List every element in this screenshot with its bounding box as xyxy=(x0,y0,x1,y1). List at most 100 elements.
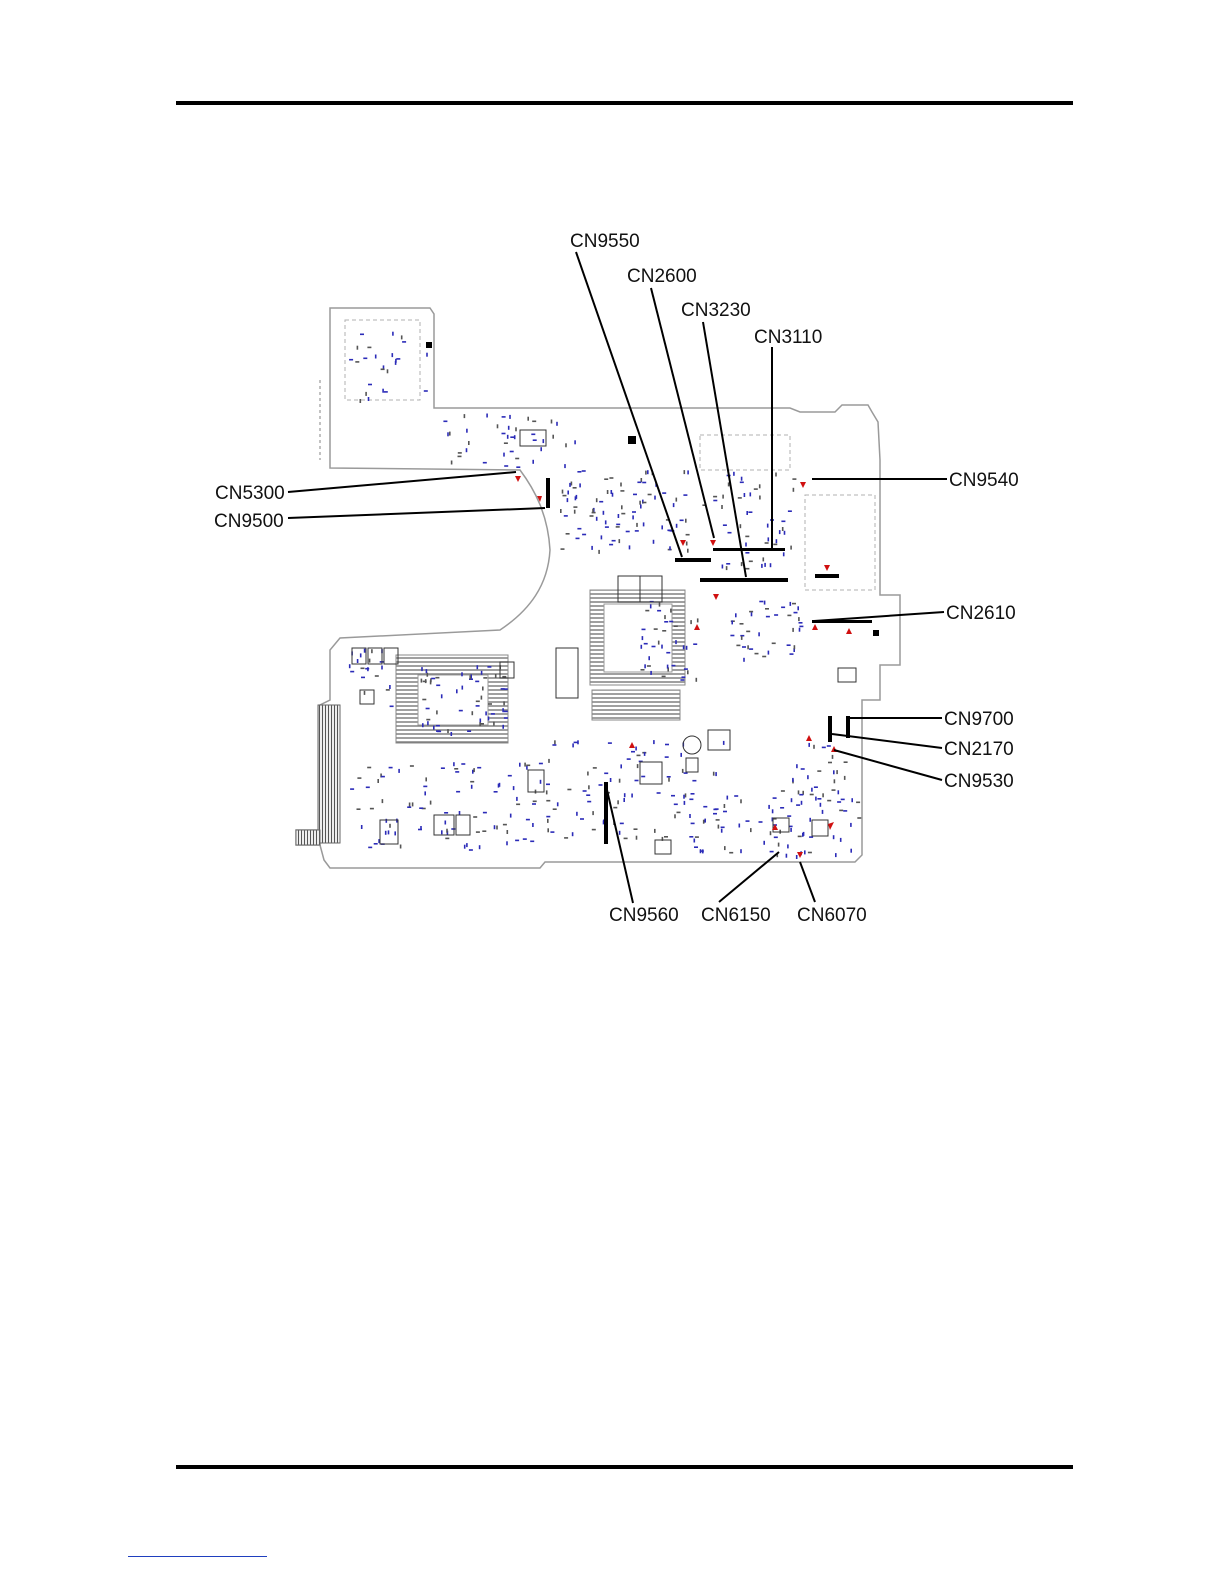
smd-part xyxy=(696,678,698,682)
smd-part xyxy=(647,470,649,474)
smd-part xyxy=(481,696,483,700)
smd-part xyxy=(394,831,396,835)
smd-part xyxy=(641,478,643,482)
smd-part xyxy=(762,656,766,658)
smd-part xyxy=(837,801,841,803)
smd-part xyxy=(730,635,734,637)
smd-part xyxy=(516,466,520,468)
smd-part xyxy=(588,785,590,789)
smd-part xyxy=(349,664,351,668)
smd-part xyxy=(723,811,727,813)
smd-part xyxy=(652,646,656,648)
smd-part xyxy=(836,770,838,774)
smd-part xyxy=(653,540,655,544)
smd-part xyxy=(381,776,385,778)
smd-part xyxy=(736,645,740,647)
smd-part xyxy=(804,850,806,854)
smd-part xyxy=(822,793,824,797)
smd-part xyxy=(421,667,423,671)
smd-part xyxy=(381,666,383,670)
smd-part xyxy=(402,341,406,343)
smd-part xyxy=(592,509,594,513)
smd-part xyxy=(843,810,847,812)
smd-part xyxy=(787,815,791,817)
smd-part xyxy=(741,636,743,640)
smd-part xyxy=(787,615,791,617)
smd-part xyxy=(507,435,509,439)
smd-part xyxy=(675,640,677,644)
smd-part xyxy=(546,816,550,818)
ic-package xyxy=(520,430,546,446)
smd-part xyxy=(513,786,515,790)
smd-part xyxy=(386,819,388,823)
smd-part xyxy=(469,675,471,679)
smd-part xyxy=(667,665,669,669)
label-cn3110: CN3110 xyxy=(754,327,822,348)
smd-part xyxy=(723,741,725,745)
smd-part xyxy=(487,666,491,668)
smd-part xyxy=(451,732,453,736)
smd-part xyxy=(716,819,720,821)
smd-part xyxy=(626,531,630,533)
smd-part xyxy=(792,478,796,480)
smd-part xyxy=(682,769,684,773)
smd-part xyxy=(695,836,699,838)
smd-part xyxy=(488,703,492,705)
smd-part xyxy=(510,451,514,453)
smd-part xyxy=(426,719,430,721)
smd-part xyxy=(427,673,429,677)
smd-part xyxy=(576,812,578,816)
smd-part xyxy=(552,744,556,746)
connector-cn9500 xyxy=(546,478,550,508)
smd-part xyxy=(765,542,769,544)
smd-part xyxy=(647,665,651,667)
smd-part xyxy=(713,813,717,815)
smd-part xyxy=(364,649,366,653)
smd-part xyxy=(426,669,428,673)
leader-cn6150 xyxy=(719,852,779,902)
smd-part xyxy=(642,629,646,631)
smd-part xyxy=(722,565,724,569)
smd-part xyxy=(632,515,634,519)
smd-part xyxy=(466,843,468,847)
label-cn9560: CN9560 xyxy=(609,905,679,926)
smd-part xyxy=(447,432,449,436)
smd-part xyxy=(560,509,562,513)
smd-part xyxy=(658,641,660,645)
smd-part xyxy=(808,852,812,854)
smd-part xyxy=(727,796,729,800)
smd-part xyxy=(466,429,468,433)
smd-part xyxy=(441,767,445,769)
smd-part xyxy=(620,823,624,825)
smd-part xyxy=(357,346,359,350)
connector-small-1 xyxy=(628,436,636,444)
cpu-socket-center xyxy=(418,675,488,725)
smd-part xyxy=(540,780,542,784)
smd-part xyxy=(749,648,753,650)
smd-part xyxy=(665,744,669,746)
leader-cn6070 xyxy=(800,862,815,902)
smd-part xyxy=(576,495,578,499)
leader-cn3230 xyxy=(703,322,746,577)
smd-part xyxy=(502,433,506,435)
smd-part xyxy=(809,818,811,822)
smd-part xyxy=(750,492,752,496)
smd-part xyxy=(387,369,389,373)
smd-part xyxy=(617,800,619,804)
smd-part xyxy=(561,548,565,550)
smd-part xyxy=(573,506,577,508)
smd-part xyxy=(857,817,861,819)
smd-part xyxy=(389,824,391,828)
smd-part xyxy=(424,791,426,795)
smd-part xyxy=(618,514,620,518)
smd-part xyxy=(683,494,687,496)
smd-part xyxy=(616,524,620,526)
smd-part xyxy=(792,628,794,632)
smd-part xyxy=(357,659,359,663)
smd-part xyxy=(621,505,623,509)
smd-part xyxy=(734,795,738,797)
smd-part xyxy=(552,435,554,439)
smd-part xyxy=(441,830,443,834)
smd-part xyxy=(718,825,720,829)
smd-part xyxy=(662,630,666,632)
